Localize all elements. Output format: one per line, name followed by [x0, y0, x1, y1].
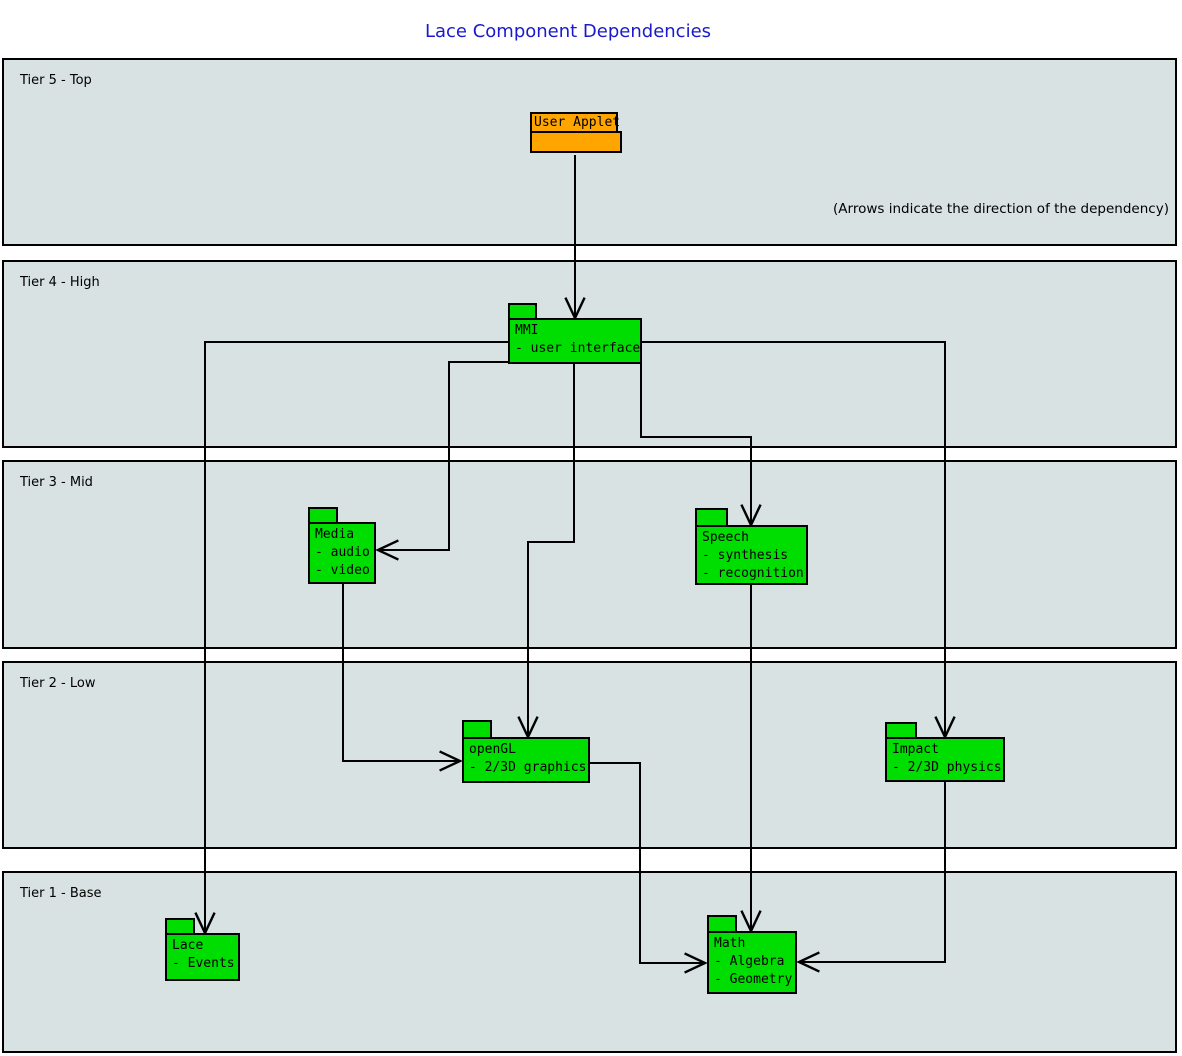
- component-user-applet: User Applet: [530, 112, 622, 153]
- package-body: MMI - user interface: [508, 318, 642, 364]
- component-name: Speech: [702, 530, 749, 545]
- package-body: Lace - Events: [165, 933, 240, 981]
- tier-label-2: Tier 2 - Low: [20, 676, 96, 691]
- component-detail: - user interface: [515, 341, 641, 356]
- component-detail: - audio: [315, 545, 370, 560]
- tier-label-1: Tier 1 - Base: [20, 886, 102, 901]
- tier-label-4: Tier 4 - High: [20, 275, 100, 290]
- component-opengl: openGL - 2/3D graphics: [462, 720, 590, 783]
- component-media: Media - audio - video: [308, 507, 376, 584]
- component-name: MMI: [515, 323, 539, 338]
- dependency-note: (Arrows indicate the direction of the de…: [833, 201, 1169, 217]
- component-name: openGL: [469, 742, 516, 757]
- component-detail: - video: [315, 563, 370, 578]
- component-detail: - synthesis: [702, 548, 789, 563]
- component-name: User Applet: [534, 115, 621, 130]
- package-body: Math - Algebra - Geometry: [707, 931, 797, 994]
- component-detail: - Events: [172, 956, 235, 971]
- component-speech: Speech - synthesis - recognition: [695, 508, 808, 585]
- package-body: Speech - synthesis - recognition: [695, 525, 808, 585]
- component-detail: - Algebra: [714, 954, 785, 969]
- tier-band-3: Tier 3 - Mid: [2, 460, 1177, 649]
- component-mmi: MMI - user interface: [508, 303, 642, 364]
- component-impact: Impact - 2/3D physics: [885, 722, 1005, 782]
- tier-band-1: Tier 1 - Base: [2, 871, 1177, 1053]
- package-body: Impact - 2/3D physics: [885, 737, 1005, 782]
- component-lace: Lace - Events: [165, 918, 240, 981]
- component-name: Media: [315, 527, 355, 542]
- diagram-title: Lace Component Dependencies: [424, 21, 712, 42]
- component-detail: - 2/3D graphics: [469, 760, 587, 775]
- component-math: Math - Algebra - Geometry: [707, 915, 797, 994]
- tier-band-4: Tier 4 - High: [2, 260, 1177, 448]
- package-body: Media - audio - video: [308, 522, 376, 584]
- component-name: Impact: [892, 742, 939, 757]
- package-tab: User Applet: [530, 112, 621, 133]
- package-body: openGL - 2/3D graphics: [462, 737, 590, 783]
- component-detail: - 2/3D physics: [892, 760, 1002, 775]
- component-name: Lace: [172, 938, 204, 953]
- component-detail: - recognition: [702, 566, 804, 581]
- component-name: Math: [714, 936, 746, 951]
- package-body: [530, 131, 622, 153]
- tier-label-3: Tier 3 - Mid: [20, 475, 93, 490]
- component-detail: - Geometry: [714, 972, 793, 987]
- tier-label-5: Tier 5 - Top: [20, 73, 92, 88]
